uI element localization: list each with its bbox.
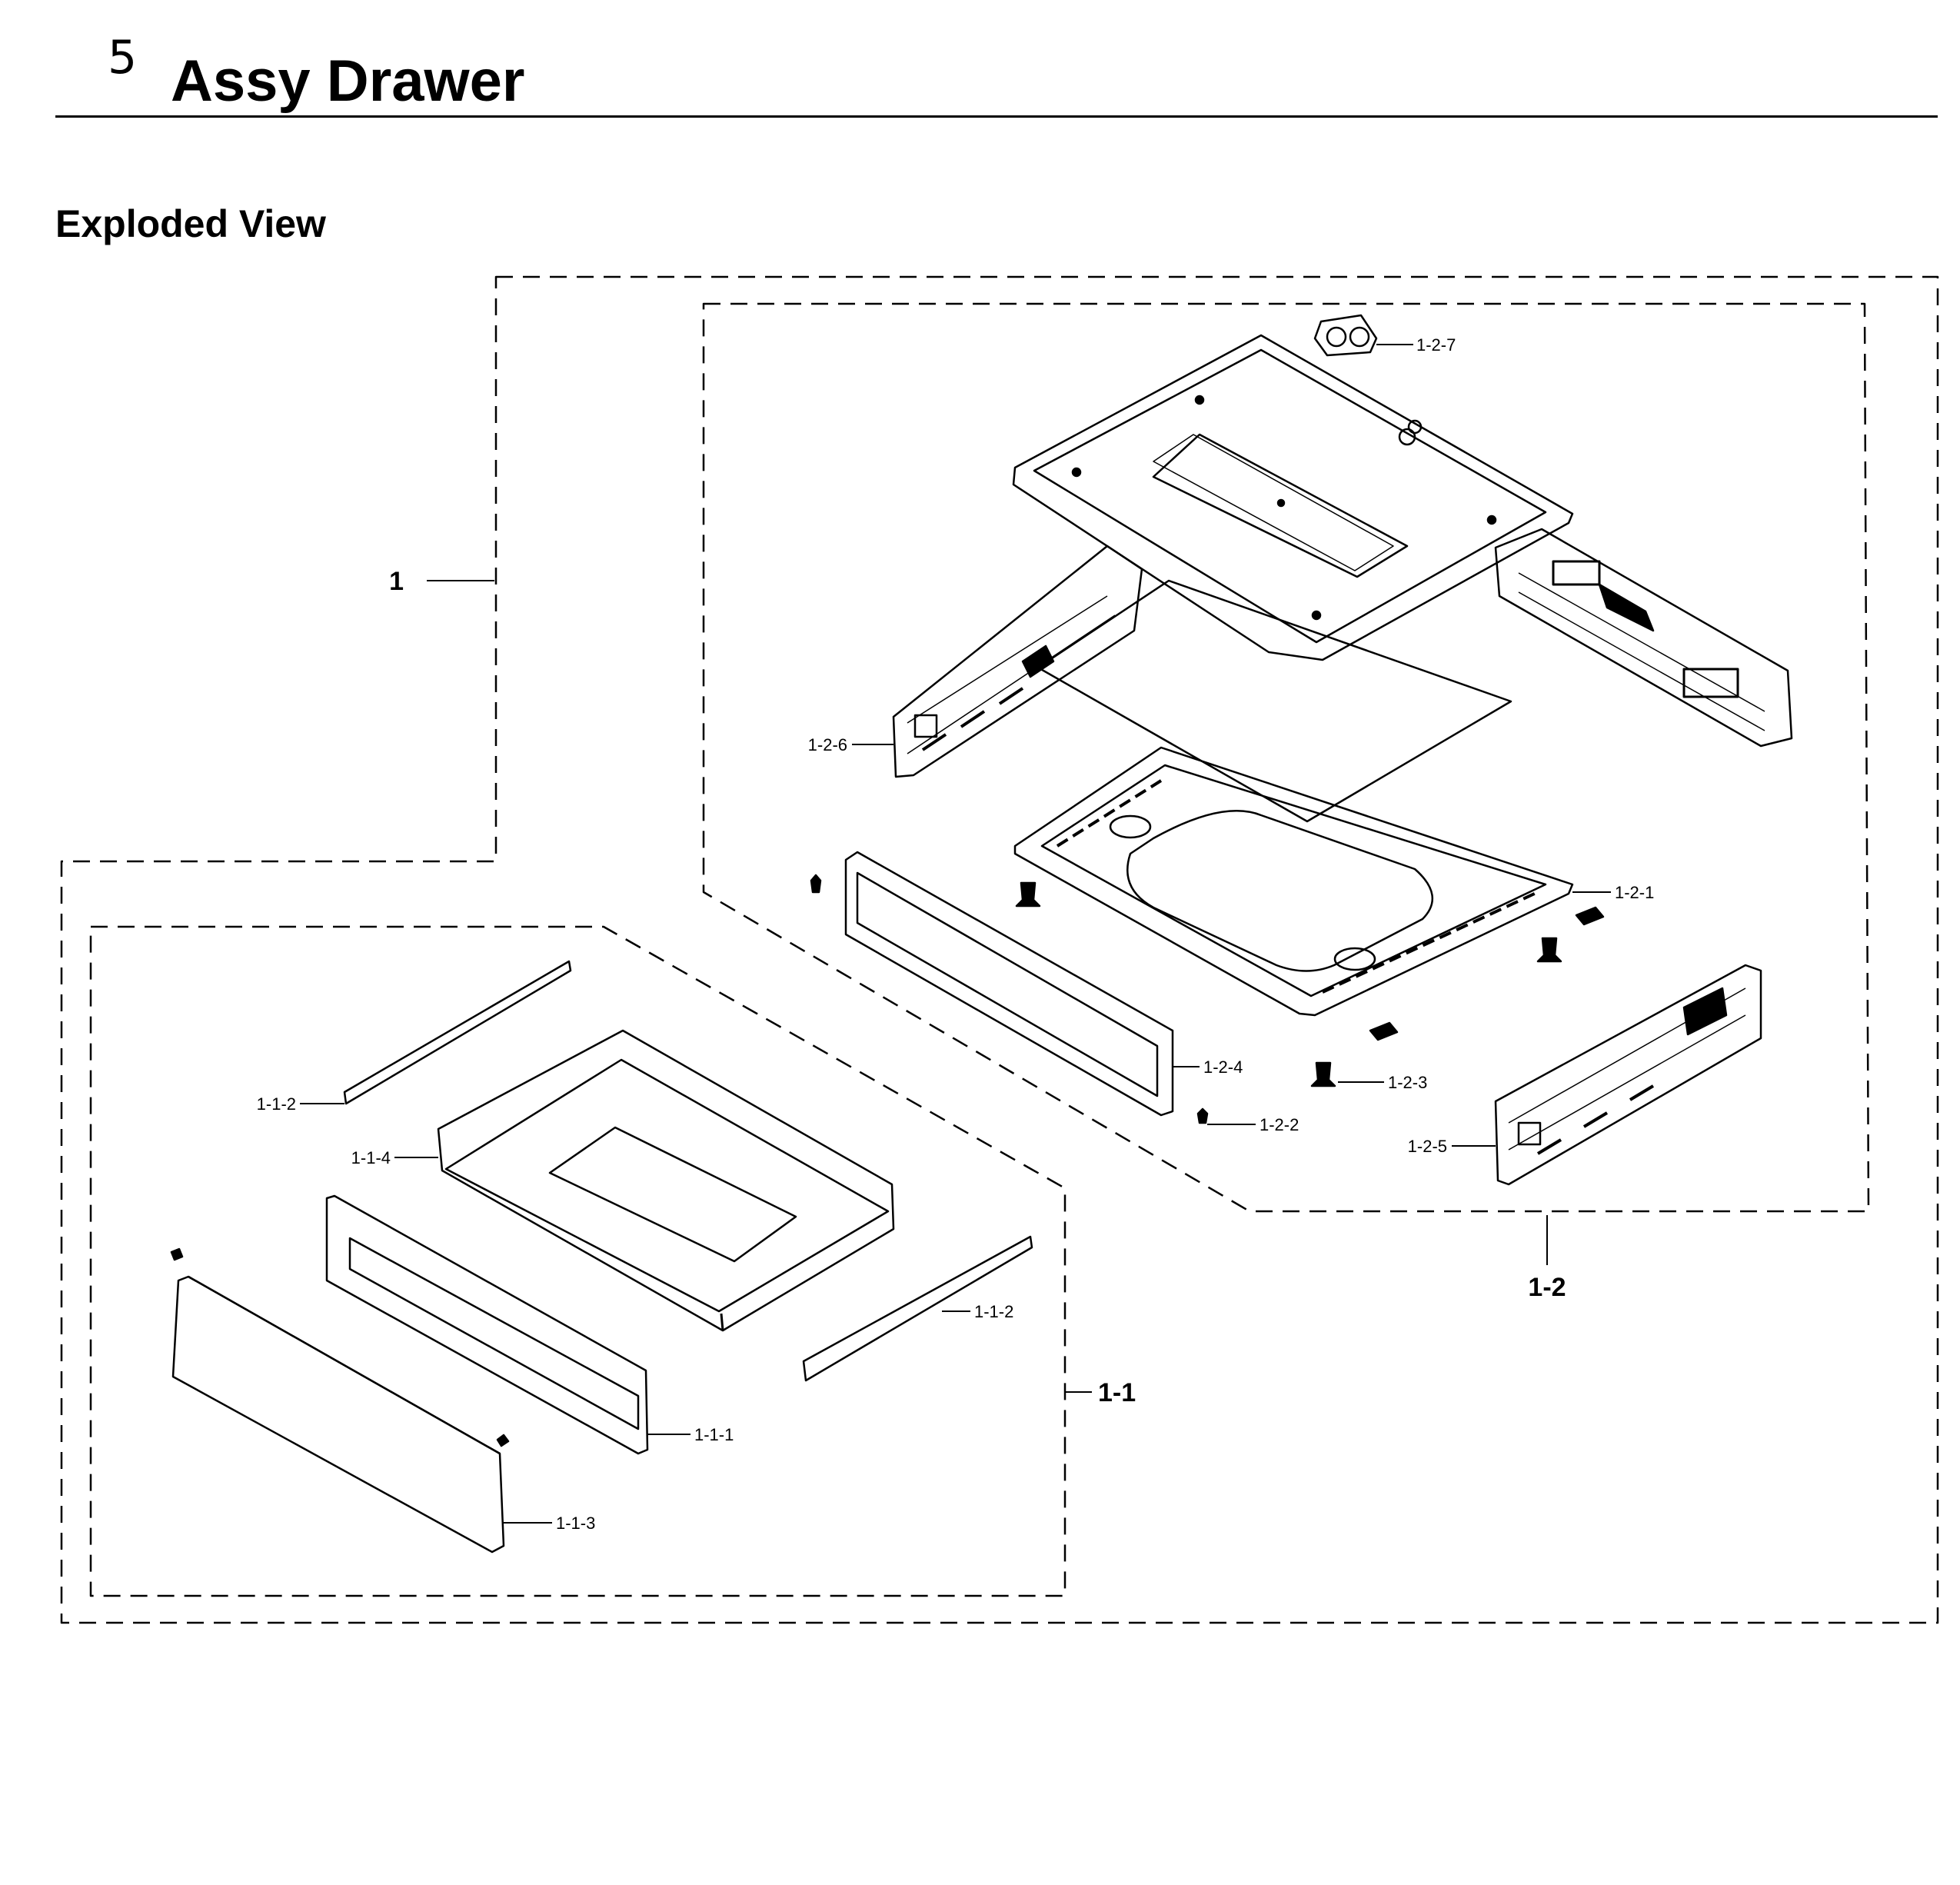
callout-1-2-2: 1-2-2 xyxy=(1260,1115,1299,1134)
callout-1-1-1: 1-1-1 xyxy=(694,1425,734,1444)
fastener-screws xyxy=(170,874,1605,1447)
callout-1-1-2-upper: 1-1-2 xyxy=(257,1094,296,1114)
part-1-1-3-drawer-front xyxy=(171,1275,505,1554)
callout-1-2-4: 1-2-4 xyxy=(1203,1057,1243,1077)
section-title: Assy Drawer xyxy=(171,48,525,114)
callout-1-2-7: 1-2-7 xyxy=(1416,335,1456,355)
callout-labels: 1 1-1 1-2 1-2-7 1-2-6 1-2-1 1-2-4 1-2-3 … xyxy=(257,335,1655,1533)
part-1-2-1-base-plate xyxy=(1013,746,1574,1017)
callout-1-2-3: 1-2-3 xyxy=(1388,1073,1427,1092)
callout-1-2-5: 1-2-5 xyxy=(1408,1137,1447,1156)
part-tray-plate xyxy=(1037,579,1512,823)
leader-lines xyxy=(300,344,1611,1524)
boundary-subassembly-1-2 xyxy=(702,302,1870,1213)
section-number: 5 xyxy=(108,31,138,85)
boundary-assembly-1 xyxy=(60,275,1939,1624)
boundary-subassembly-1-1 xyxy=(89,925,1067,1597)
part-1-1-2-slide-rails xyxy=(343,960,1033,1382)
callout-1: 1 xyxy=(389,567,404,596)
callout-1-1-3: 1-1-3 xyxy=(556,1514,595,1533)
part-1-1-1-inner-door xyxy=(325,1194,649,1455)
callout-1-2-6: 1-2-6 xyxy=(808,735,847,754)
group-boundaries xyxy=(60,275,1939,1624)
part-right-panel-upper xyxy=(1494,528,1793,748)
callout-1-1-2-lower: 1-1-2 xyxy=(974,1302,1013,1321)
part-1-1-4-drawer-tub xyxy=(437,1029,895,1332)
callout-1-1-4: 1-1-4 xyxy=(351,1148,391,1167)
callout-1-2-1: 1-2-1 xyxy=(1615,883,1654,902)
part-1-2-4-front-frame xyxy=(844,851,1174,1117)
slide-rail-upper xyxy=(343,960,572,1105)
part-1-2-5-right-panel-lower xyxy=(1494,964,1762,1186)
exploded-view-title: Exploded View xyxy=(55,202,326,245)
callout-1-1: 1-1 xyxy=(1098,1378,1136,1407)
part-1-2-7-gasket xyxy=(1313,314,1378,357)
title-rule xyxy=(55,115,1938,118)
slide-rail-lower xyxy=(802,1235,1033,1382)
callout-1-2: 1-2 xyxy=(1528,1273,1566,1302)
part-1-2-6-left-panel xyxy=(892,545,1143,778)
part-top-plate xyxy=(1012,334,1574,661)
